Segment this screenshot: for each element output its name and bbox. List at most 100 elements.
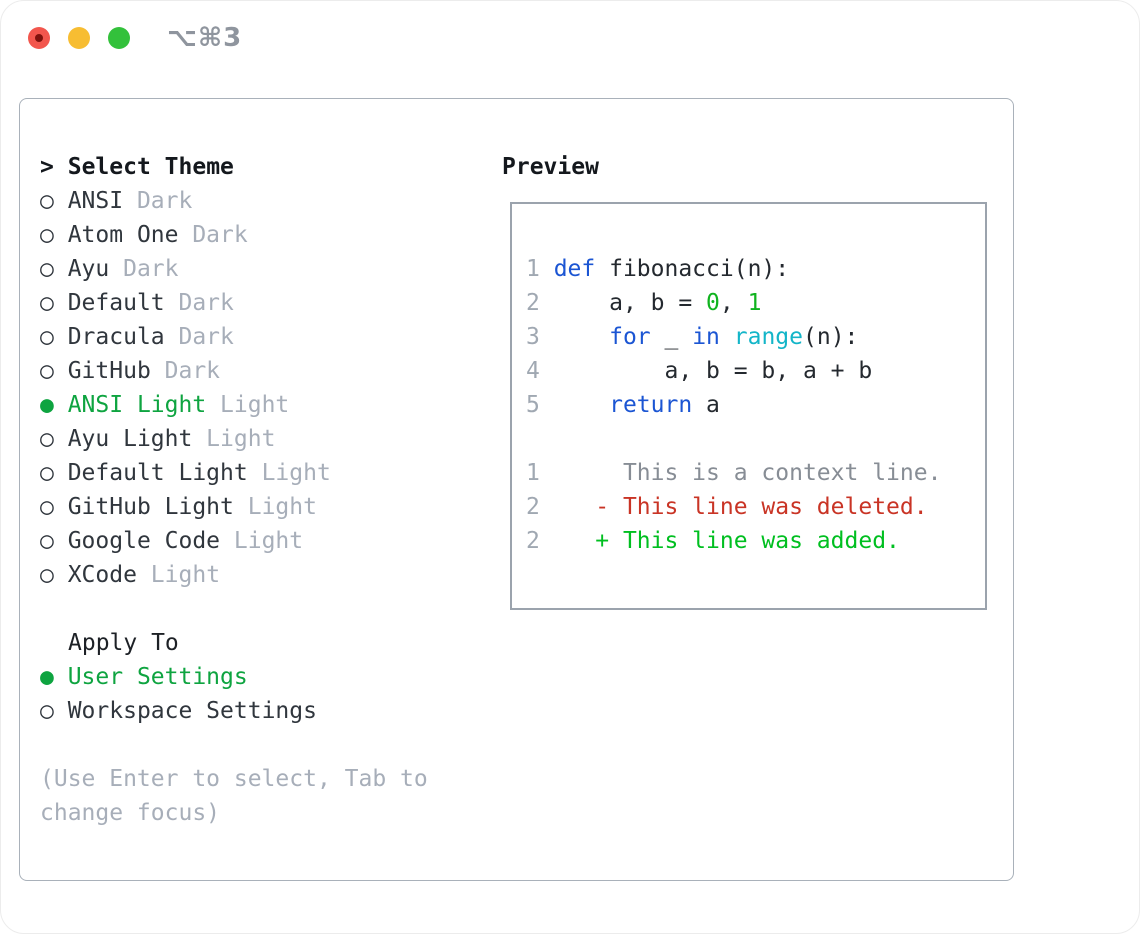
radio-selected-icon: ●	[40, 392, 68, 418]
theme-item-xcode[interactable]: ○ XCode Light	[40, 558, 490, 592]
radio-unselected-icon: ○	[40, 222, 68, 248]
theme-name: Google Code	[67, 528, 221, 554]
spacer	[40, 592, 490, 626]
theme-item-atom-one[interactable]: ○ Atom One Dark	[40, 218, 490, 252]
theme-item-github-light[interactable]: ○ GitHub Light Light	[40, 490, 490, 524]
theme-name: Atom One	[67, 222, 179, 248]
theme-item-ayu[interactable]: ○ Ayu Dark	[40, 252, 490, 286]
theme-variant: Light	[220, 528, 304, 554]
code-token	[554, 392, 609, 418]
code-token	[554, 324, 609, 350]
apply-option-label: Workspace Settings	[67, 698, 317, 724]
code-token: This is a context line.	[553, 460, 942, 486]
radio-unselected-icon: ○	[40, 494, 68, 520]
theme-variant: Dark	[109, 256, 179, 282]
theme-variant: Dark	[164, 324, 234, 350]
theme-name: ANSI Light	[67, 392, 207, 418]
code-token: def	[553, 256, 596, 282]
code-token: a, b =	[553, 290, 707, 316]
line-number: 1	[526, 256, 554, 282]
radio-unselected-icon: ○	[40, 698, 68, 724]
line-number: 2	[526, 528, 554, 554]
theme-name: GitHub Light	[67, 494, 234, 520]
preview-code-line: 4 a, b = b, a + b	[526, 354, 975, 388]
radio-unselected-icon: ○	[40, 426, 68, 452]
radio-unselected-icon: ○	[40, 324, 68, 350]
select-theme-header-text: Select Theme	[67, 154, 234, 180]
theme-variant: Light	[247, 460, 331, 486]
theme-item-default[interactable]: ○ Default Dark	[40, 286, 490, 320]
theme-variant: Light	[136, 562, 221, 588]
code-token: - This line was deleted.	[553, 494, 928, 520]
theme-variant: Dark	[164, 290, 234, 316]
theme-item-dracula[interactable]: ○ Dracula Dark	[40, 320, 490, 354]
line-number: 4	[526, 358, 554, 384]
line-number: 3	[526, 324, 554, 350]
theme-variant: Light	[206, 392, 290, 418]
theme-name: Ayu Light	[67, 426, 193, 452]
code-token: return	[609, 392, 693, 418]
theme-name: ANSI	[67, 188, 124, 214]
radio-unselected-icon: ○	[40, 290, 68, 316]
theme-variant: Light	[233, 494, 317, 520]
apply-to-options: ● User Settings○ Workspace Settings	[40, 660, 490, 728]
code-token: in	[692, 324, 720, 350]
preview-code-line	[526, 422, 975, 456]
help-text-line-1: (Use Enter to select, Tab to	[40, 766, 428, 792]
theme-item-google-code[interactable]: ○ Google Code Light	[40, 524, 490, 558]
preview-header: Preview	[502, 154, 599, 180]
line-number	[526, 426, 554, 452]
theme-item-github[interactable]: ○ GitHub Dark	[40, 354, 490, 388]
radio-unselected-icon: ○	[40, 460, 68, 486]
theme-item-ansi-light[interactable]: ● ANSI Light Light	[40, 388, 490, 422]
left-column: > Select Theme ○ ANSI Dark○ Atom One Dar…	[40, 150, 490, 830]
code-token: a	[692, 392, 720, 418]
preview-code-line: 3 for _ in range(n):	[526, 320, 975, 354]
code-token: (n):	[803, 324, 859, 350]
zoom-button-icon[interactable]	[108, 27, 130, 49]
code-token: 1	[747, 290, 762, 316]
theme-name: Dracula	[67, 324, 165, 350]
cursor-chevron-icon: >	[40, 154, 54, 180]
theme-name: XCode	[67, 562, 137, 588]
theme-name: Default Light	[67, 460, 248, 486]
minimize-button-icon[interactable]	[68, 27, 90, 49]
select-theme-header: > Select Theme	[40, 150, 490, 184]
theme-list: ○ ANSI Dark○ Atom One Dark○ Ayu Dark○ De…	[40, 184, 490, 592]
code-token: range	[733, 324, 803, 350]
line-number: 2	[526, 494, 554, 520]
titlebar: ⌥⌘3	[1, 1, 1139, 75]
line-number: 1	[526, 460, 554, 486]
theme-variant: Dark	[123, 188, 193, 214]
theme-name: Default	[67, 290, 165, 316]
preview-code-line: 2 a, b = 0, 1	[526, 286, 975, 320]
code-token: ,	[719, 290, 748, 316]
theme-item-ayu-light[interactable]: ○ Ayu Light Light	[40, 422, 490, 456]
close-button-icon[interactable]	[28, 27, 50, 49]
theme-name: GitHub	[67, 358, 151, 384]
theme-name: Ayu	[67, 256, 110, 282]
apply-to-header: Apply To	[68, 630, 179, 656]
preview-code-line: 2 + This line was added.	[526, 524, 975, 558]
spacer	[40, 728, 490, 762]
code-token: for	[609, 324, 651, 350]
radio-unselected-icon: ○	[40, 256, 68, 282]
code-token: _	[650, 324, 693, 350]
preview-code-line: 1 This is a context line.	[526, 456, 975, 490]
radio-unselected-icon: ○	[40, 358, 68, 384]
select-theme-header-label	[54, 154, 68, 180]
theme-item-ansi[interactable]: ○ ANSI Dark	[40, 184, 490, 218]
code-token	[720, 324, 734, 350]
theme-picker-panel: > Select Theme ○ ANSI Dark○ Atom One Dar…	[19, 98, 1014, 881]
preview-code-line: 1 def fibonacci(n):	[526, 252, 975, 286]
radio-selected-icon: ●	[40, 664, 68, 690]
apply-option-user-settings[interactable]: ● User Settings	[40, 660, 490, 694]
theme-item-default-light[interactable]: ○ Default Light Light	[40, 456, 490, 490]
code-token: a, b = b, a + b	[553, 358, 873, 384]
apply-option-workspace-settings[interactable]: ○ Workspace Settings	[40, 694, 490, 728]
theme-variant: Light	[192, 426, 276, 452]
code-token: 0	[706, 290, 720, 316]
code-token: fibonacci(n):	[595, 256, 790, 282]
